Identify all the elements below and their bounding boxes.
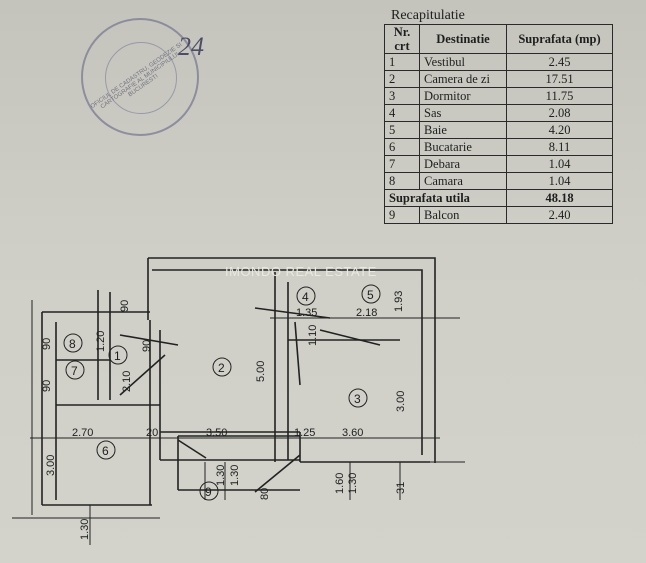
room-3-label: 3 <box>348 388 368 408</box>
room-2-label: 2 <box>212 357 232 377</box>
dim-label: 90 <box>41 380 53 392</box>
dim-label: 1.35 <box>296 307 317 319</box>
dim-label: 3.60 <box>342 427 363 439</box>
svg-text:7: 7 <box>71 364 78 378</box>
header-suprafata: Suprafata (mp) <box>506 24 613 54</box>
dim-label: 1.93 <box>393 291 405 312</box>
dimension-labels: 2.70 3.50 3.60 5.00 3.00 3.00 1.35 2.18 … <box>41 291 407 540</box>
room-4-label: 4 <box>296 286 316 306</box>
dim-label: 1.30 <box>229 465 241 486</box>
dimension-lines <box>12 300 465 545</box>
dim-label: 2.70 <box>72 427 93 439</box>
dim-label: 31 <box>395 482 407 494</box>
row-area: 2.40 <box>506 206 613 224</box>
row-name: Balcon <box>419 206 507 224</box>
dim-label: 1.30 <box>215 465 227 486</box>
room-numbers: 1 2 3 4 5 6 7 8 9 <box>63 284 381 501</box>
row-name: Vestibul <box>419 53 507 71</box>
svg-text:6: 6 <box>102 444 109 458</box>
dim-label: 1.30 <box>79 519 91 540</box>
stamp-signature: 24 <box>178 32 204 61</box>
dim-label: 90 <box>119 300 131 312</box>
svg-text:3: 3 <box>354 392 361 406</box>
dim-label: 3.00 <box>45 455 57 476</box>
svg-text:8: 8 <box>69 337 76 351</box>
row-area: 4.20 <box>506 121 613 139</box>
dim-label: 1.25 <box>294 427 315 439</box>
dim-label: 1.30 <box>347 473 359 494</box>
svg-text:2: 2 <box>218 361 225 375</box>
row-name: Debara <box>419 155 507 173</box>
dim-label: 80 <box>259 488 271 500</box>
dim-label: 3.50 <box>206 427 227 439</box>
room-9-label: 9 <box>199 481 219 501</box>
dim-label: 90 <box>41 338 53 350</box>
total-label: Suprafata utila <box>384 189 507 207</box>
room-7-label: 7 <box>65 360 85 380</box>
summary-title: Recapitulatie <box>391 8 465 23</box>
header-destinatie: Destinatie <box>419 24 507 54</box>
room-5-label: 5 <box>361 284 381 304</box>
svg-text:4: 4 <box>302 290 309 304</box>
room-1-label: 1 <box>108 345 128 365</box>
room-6-label: 6 <box>96 440 116 460</box>
stamp-inner-ring <box>105 42 177 114</box>
dim-label: 20 <box>146 427 158 439</box>
room-8-label: 8 <box>63 333 83 353</box>
plan-walls <box>41 257 436 506</box>
official-stamp: OFICIUL DE CADASTRU, GEODEZIE SI CARTOGR… <box>81 18 199 136</box>
dim-label: 5.00 <box>255 361 267 382</box>
dim-label: 2.10 <box>121 371 133 392</box>
dim-label: 90 <box>141 340 153 352</box>
dim-label: 1.60 <box>334 473 346 494</box>
dim-label: 2.18 <box>356 307 377 319</box>
svg-text:9: 9 <box>205 485 212 499</box>
watermark: IMONDO REAL ESTATE <box>225 264 377 279</box>
svg-text:1: 1 <box>114 349 121 363</box>
dim-label: 3.00 <box>395 391 407 412</box>
dim-label: 1.10 <box>307 325 319 346</box>
dim-label: 1.20 <box>95 331 107 352</box>
svg-text:5: 5 <box>367 288 374 302</box>
